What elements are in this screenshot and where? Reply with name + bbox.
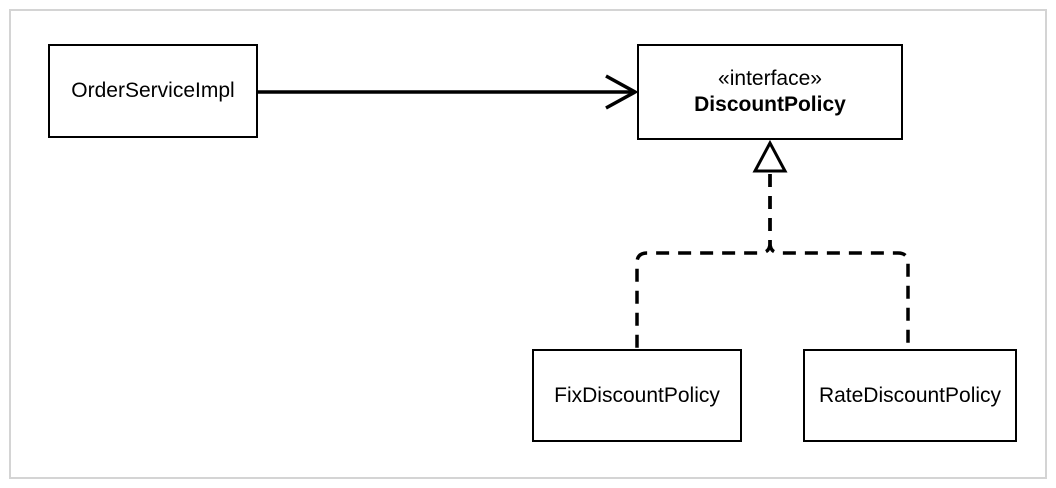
class-box-orderserviceimpl: OrderServiceImpl	[48, 44, 258, 138]
realization-connector-ratediscountpolicy	[768, 174, 910, 348]
class-name-label: OrderServiceImpl	[71, 79, 235, 102]
dependency-arrow-orderservice-to-discountpolicy	[258, 74, 639, 110]
class-name-label: FixDiscountPolicy	[554, 383, 720, 407]
realization-triangle-icon	[752, 139, 788, 173]
interface-stereotype-label: «interface»	[718, 67, 822, 90]
class-name-label: RateDiscountPolicy	[818, 383, 1002, 407]
open-arrowhead-icon	[605, 74, 639, 110]
class-box-fixdiscountpolicy: FixDiscountPolicy	[532, 349, 742, 442]
interface-name-label: DiscountPolicy	[694, 93, 846, 116]
class-box-ratediscountpolicy: RateDiscountPolicy	[803, 349, 1017, 442]
interface-box-discountpolicy: «interface» DiscountPolicy	[637, 44, 903, 140]
realization-connector-fixdiscountpolicy	[635, 174, 772, 348]
